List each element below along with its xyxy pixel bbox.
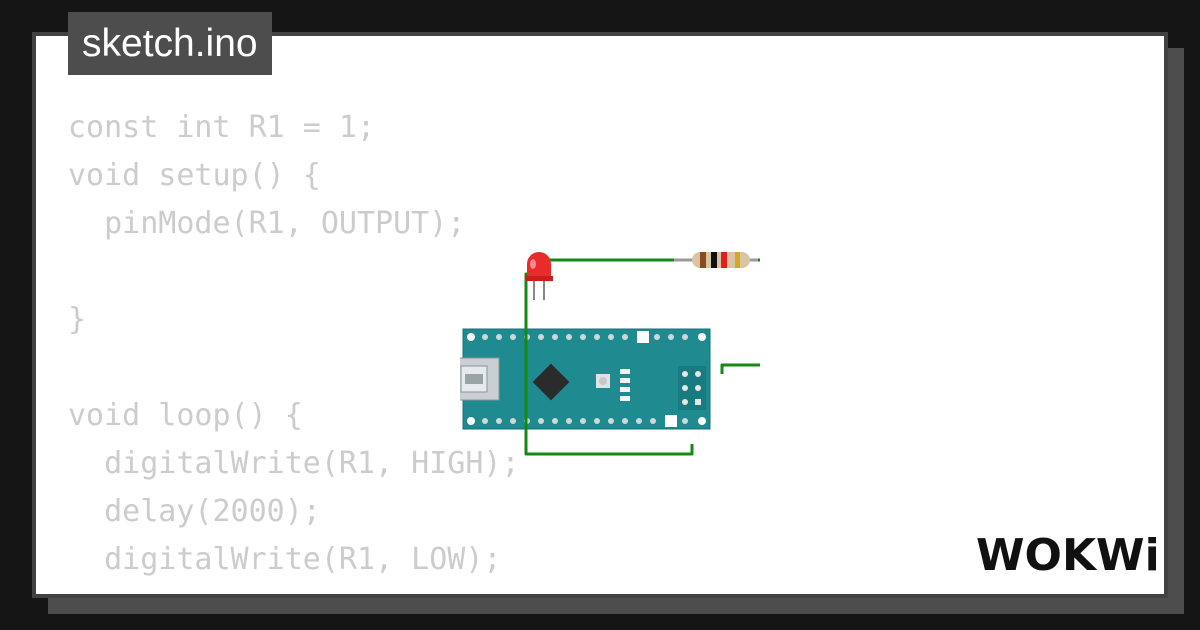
resistor (674, 252, 758, 268)
code-line: void loop() { (68, 398, 303, 433)
code-line: delay(2000); (68, 584, 520, 594)
code-line (68, 248, 520, 296)
code-line: delay(2000); (68, 494, 321, 529)
arduino-nano-board (460, 328, 711, 430)
code-line: const int R1 = 1; (68, 110, 376, 145)
file-tab[interactable]: sketch.ino (68, 12, 272, 75)
code-editor: const int R1 = 1; void setup() { pinMode… (68, 104, 520, 594)
code-line: void setup() { (68, 158, 321, 193)
wokwi-logo: WOKWi (976, 530, 1160, 580)
circuit-diagram (460, 252, 760, 456)
code-line: digitalWrite(R1, HIGH); (68, 446, 520, 481)
code-line: digitalWrite(R1, LOW); (68, 542, 502, 577)
preview-card: const int R1 = 1; void setup() { pinMode… (32, 32, 1168, 598)
code-line (68, 344, 520, 392)
svg-text:WOKWi: WOKWi (976, 530, 1160, 580)
code-line: } (68, 302, 87, 337)
red-led (525, 252, 553, 300)
code-line: pinMode(R1, OUTPUT); (68, 206, 466, 241)
